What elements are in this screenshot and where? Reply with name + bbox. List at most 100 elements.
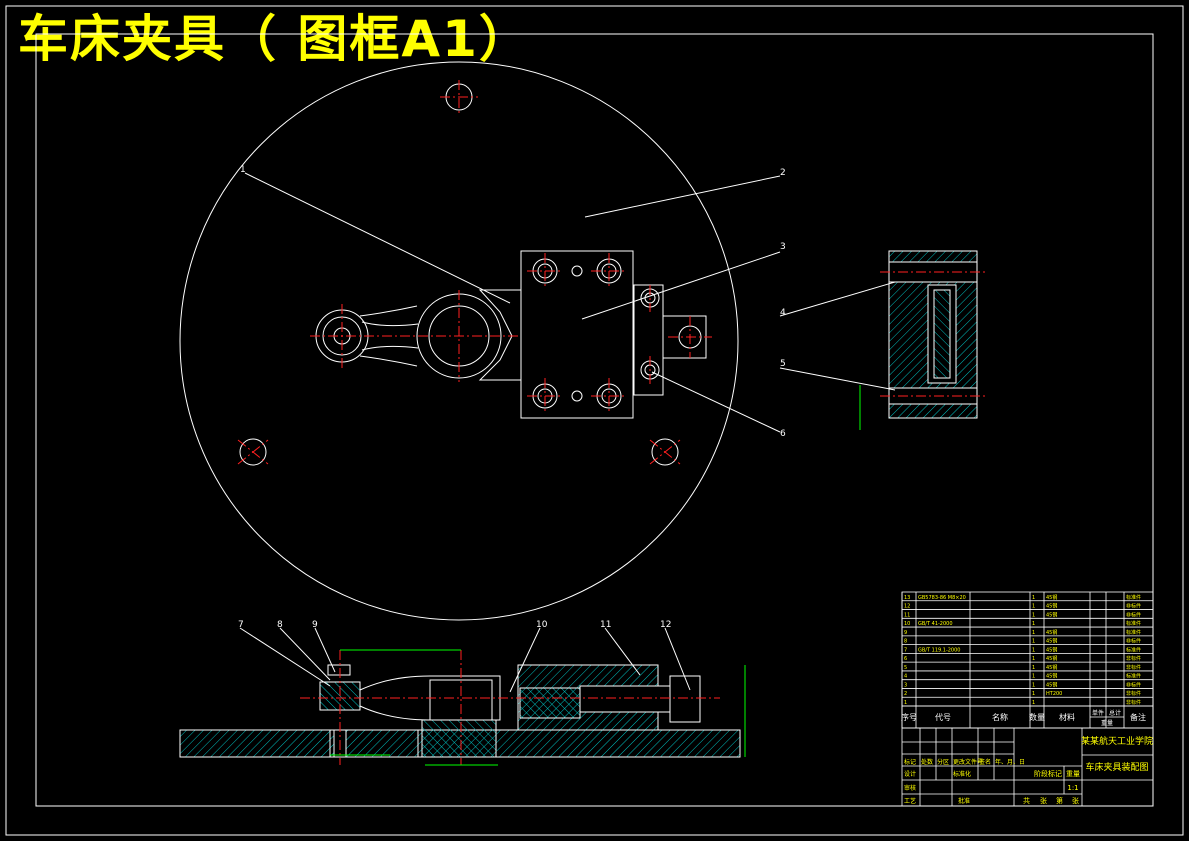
bom-cell-no: 11 bbox=[904, 612, 910, 618]
bom-cell-note: 非标件 bbox=[1126, 638, 1141, 645]
bom-header-weight: 重量 bbox=[1101, 719, 1113, 727]
title-block bbox=[901, 727, 1154, 807]
bom-cell-no: 7 bbox=[904, 647, 907, 653]
bom-cell-qty: 1 bbox=[1032, 665, 1035, 671]
balloon-8: 8 bbox=[277, 620, 283, 630]
front-section-view bbox=[179, 649, 746, 766]
sheets-total-label: 共 bbox=[1023, 796, 1030, 805]
bom-cell-no: 13 bbox=[904, 595, 910, 601]
bom-cell-qty: 1 bbox=[1032, 656, 1035, 662]
bom-cell-note: 标准件 bbox=[1126, 594, 1141, 601]
bom-header-cell: 备注 bbox=[1130, 712, 1146, 722]
label-standard: 标准化 bbox=[953, 770, 971, 778]
bom-cell-mat: 45钢 bbox=[1046, 594, 1057, 601]
label-zone: 分区 bbox=[937, 758, 949, 766]
bom-cell-note: 标准件 bbox=[1126, 673, 1141, 680]
drawing-title: 车床夹具（ 图框A1） bbox=[18, 10, 531, 68]
weight-label: 重量 bbox=[1066, 770, 1080, 778]
bom-cell-no: 4 bbox=[904, 674, 907, 680]
bom-cell-code: GB/T 41-2000 bbox=[918, 621, 953, 627]
school-name: 某某航天工业学院 bbox=[1081, 735, 1153, 747]
bom-cell-no: 12 bbox=[904, 604, 910, 610]
label-count: 处数 bbox=[921, 758, 933, 766]
bom-header-cell: 单件 bbox=[1092, 709, 1104, 717]
bom-cell-note: 非标件 bbox=[1126, 681, 1141, 688]
label-date: 年、月、日 bbox=[995, 758, 1025, 766]
leader-lines bbox=[239, 172, 896, 693]
faceplate-outline bbox=[179, 61, 739, 621]
sheet-unit-label: 张 bbox=[1072, 796, 1079, 805]
balloon-4: 4 bbox=[780, 308, 786, 318]
bom-row: 1 1 非标件 bbox=[904, 699, 1141, 706]
title-block-text: 某某航天工业学院 车床夹具装配图 阶段标记 重量 1:1 共 张 第 张 标记 … bbox=[904, 735, 1153, 805]
bom-cell-no: 10 bbox=[904, 621, 910, 627]
label-change-doc: 更改文件号 bbox=[953, 758, 983, 766]
bom-cell-note: 非标件 bbox=[1126, 664, 1141, 671]
bom-cell-no: 8 bbox=[904, 639, 907, 645]
bom-cell-code: GB5783-86 M8×20 bbox=[918, 595, 966, 601]
label-sign: 签名 bbox=[979, 758, 991, 766]
bom-cell-no: 5 bbox=[904, 665, 907, 671]
bom-cell-qty: 1 bbox=[1032, 604, 1035, 610]
balloon-2: 2 bbox=[780, 168, 786, 178]
balloon-5: 5 bbox=[780, 359, 786, 369]
sheet-no-label: 第 bbox=[1056, 796, 1063, 805]
bom-cell-note: 非标件 bbox=[1126, 690, 1141, 697]
sheets-unit-label: 张 bbox=[1040, 796, 1047, 805]
bom-cell-qty: 1 bbox=[1032, 647, 1035, 653]
bom-cell-mat: 45钢 bbox=[1046, 611, 1057, 618]
bom-cell-no: 3 bbox=[904, 682, 907, 688]
bom-cell-no: 1 bbox=[904, 700, 907, 706]
balloon-3: 3 bbox=[780, 242, 786, 252]
bom-cell-qty: 1 bbox=[1032, 595, 1035, 601]
drawing-name: 车床夹具装配图 bbox=[1085, 761, 1148, 773]
marks-label: 阶段标记 bbox=[1034, 769, 1062, 778]
label-approve: 批准 bbox=[958, 797, 970, 805]
section-view-right bbox=[859, 250, 985, 430]
label-mark: 标记 bbox=[904, 758, 916, 766]
bom-cell-mat: 45钢 bbox=[1046, 655, 1057, 662]
bom-cell-note: 标准件 bbox=[1126, 629, 1141, 636]
bom-cell-mat: 45钢 bbox=[1046, 638, 1057, 645]
block-holes bbox=[532, 258, 660, 409]
balloon-7: 7 bbox=[238, 620, 244, 630]
bom-header-cell: 数量 bbox=[1029, 712, 1045, 722]
balloon-11: 11 bbox=[600, 620, 611, 630]
bom-cell-mat: 45钢 bbox=[1046, 603, 1057, 610]
balloon-1: 1 bbox=[240, 165, 246, 175]
balloon-9: 9 bbox=[312, 620, 318, 630]
bom-header: 序号代号名称数量材料单件总计备注重量 bbox=[901, 709, 1146, 727]
bom-header-cell: 名称 bbox=[992, 712, 1008, 722]
bom-cell-note: 非标件 bbox=[1126, 699, 1141, 706]
bom-cell-qty: 1 bbox=[1032, 682, 1035, 688]
bom-header-cell: 总计 bbox=[1109, 709, 1121, 717]
label-process: 工艺 bbox=[904, 797, 916, 805]
balloon-6: 6 bbox=[780, 429, 786, 439]
bom-cell-note: 标准件 bbox=[1126, 620, 1141, 627]
bom-row: 12 1 45钢 非标件 bbox=[904, 603, 1141, 610]
bom-cell-qty: 1 bbox=[1032, 630, 1035, 636]
bom-cell-no: 6 bbox=[904, 656, 907, 662]
bom-cell-qty: 1 bbox=[1032, 639, 1035, 645]
bom-cell-qty: 1 bbox=[1032, 700, 1035, 706]
bom-cell-qty: 1 bbox=[1032, 612, 1035, 618]
bom-header-cell: 序号 bbox=[901, 712, 917, 722]
bom-cell-mat: 45钢 bbox=[1046, 629, 1057, 636]
bom-cell-qty: 1 bbox=[1032, 674, 1035, 680]
bom-cell-mat: 45钢 bbox=[1046, 646, 1057, 653]
bom-cell-note: 非标件 bbox=[1126, 611, 1141, 618]
bom-cell-note: 标准件 bbox=[1126, 646, 1141, 653]
bom-header-cell: 代号 bbox=[935, 712, 951, 722]
bom-cell-qty: 1 bbox=[1032, 691, 1035, 697]
bom-row: 13 GB5783-86 M8×20 1 45钢 标准件 bbox=[904, 594, 1141, 601]
outer-frame bbox=[5, 5, 1184, 836]
bom-cell-note: 非标件 bbox=[1126, 603, 1141, 610]
balloon-labels: 1 2 3 4 5 6 7 8 9 10 11 12 bbox=[238, 165, 786, 630]
bom-row: 8 1 45钢 非标件 bbox=[904, 638, 1141, 645]
